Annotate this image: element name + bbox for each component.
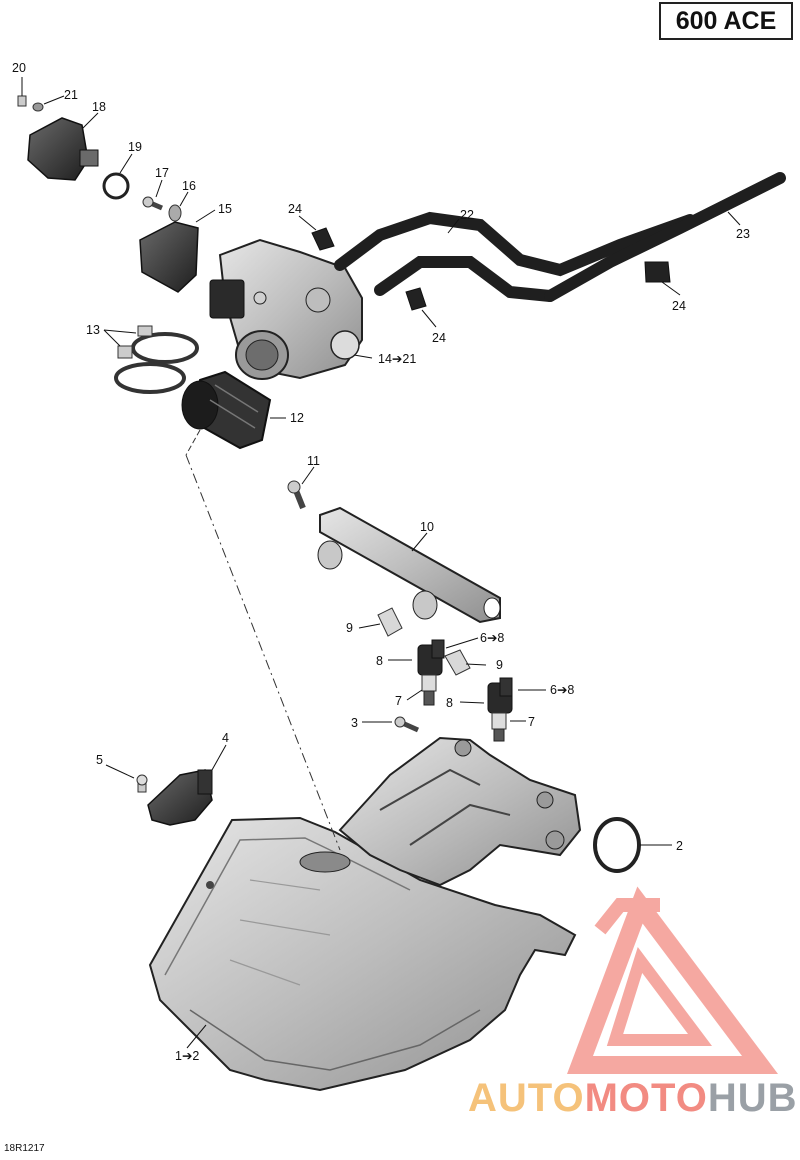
fuel-injector-2 bbox=[487, 677, 513, 742]
callout-labels: 20 21 18 19 17 16 15 24 22 23 24 24 13 1… bbox=[12, 61, 750, 1063]
callout-11: 11 bbox=[307, 454, 320, 468]
watermark-text: AUTOMOTOHUB bbox=[468, 1076, 798, 1121]
watermark-part-hub: HUB bbox=[707, 1076, 798, 1120]
callout-10: 10 bbox=[420, 520, 434, 534]
callout-8-b: 8 bbox=[446, 696, 453, 710]
intake-plenum bbox=[148, 816, 577, 1092]
hose-clamp-1 bbox=[131, 325, 199, 364]
callout-17: 17 bbox=[155, 166, 169, 180]
rail-screw bbox=[394, 716, 420, 733]
iac-screw bbox=[17, 95, 27, 107]
o-ring bbox=[102, 172, 130, 200]
callout-7-b: 7 bbox=[528, 715, 535, 729]
callout-9-a: 9 bbox=[346, 621, 353, 635]
callout-3: 3 bbox=[351, 716, 358, 730]
injector-clip-2 bbox=[444, 649, 471, 676]
callout-12: 12 bbox=[290, 411, 304, 425]
callout-4: 4 bbox=[222, 731, 229, 745]
hose-clip-1 bbox=[311, 227, 335, 251]
callout-1-2: 1➔2 bbox=[175, 1049, 199, 1063]
fuel-injector-1 bbox=[417, 639, 445, 706]
callout-22: 22 bbox=[460, 208, 474, 222]
figure-reference: 18R1217 bbox=[4, 1143, 45, 1154]
watermark-part-auto: AUTO bbox=[468, 1076, 585, 1120]
small-seal bbox=[168, 204, 182, 222]
callout-24-b: 24 bbox=[672, 299, 686, 313]
injector-clip-1 bbox=[377, 607, 403, 637]
alignment-line-2 bbox=[185, 429, 201, 456]
throttle-body bbox=[209, 238, 363, 380]
seal-ring bbox=[593, 817, 641, 873]
callout-13: 13 bbox=[86, 323, 100, 337]
throttle-position-sensor bbox=[139, 221, 199, 293]
callout-24-a: 24 bbox=[288, 202, 302, 216]
callout-2: 2 bbox=[676, 839, 683, 853]
callout-16: 16 bbox=[182, 179, 196, 193]
watermark-logo bbox=[567, 886, 778, 1074]
rail-bolt bbox=[287, 480, 306, 510]
callout-6-8-b: 6➔8 bbox=[550, 683, 574, 697]
callout-8-a: 8 bbox=[376, 654, 383, 668]
callout-24-c: 24 bbox=[432, 331, 446, 345]
hose-clip-3 bbox=[644, 261, 671, 283]
callout-19: 19 bbox=[128, 140, 142, 154]
callout-6-8-a: 6➔8 bbox=[480, 631, 504, 645]
callout-14-21: 14➔21 bbox=[378, 352, 416, 366]
tps-screw bbox=[142, 196, 163, 211]
hose-22 bbox=[334, 211, 696, 302]
callout-20: 20 bbox=[12, 61, 26, 75]
sensor-screw bbox=[136, 774, 148, 793]
hose-clamp-2 bbox=[114, 345, 186, 394]
callout-15: 15 bbox=[218, 202, 232, 216]
callout-7-a: 7 bbox=[395, 694, 402, 708]
callout-23: 23 bbox=[736, 227, 750, 241]
callout-5: 5 bbox=[96, 753, 103, 767]
watermark-part-moto: MOTO bbox=[584, 1076, 708, 1120]
throttle-adapter bbox=[181, 370, 272, 450]
iac-washer bbox=[32, 102, 44, 112]
map-sensor bbox=[147, 769, 213, 826]
callout-18: 18 bbox=[92, 100, 106, 114]
leader-lines bbox=[21, 77, 741, 1049]
idle-air-control-valve bbox=[27, 117, 99, 181]
model-label: 600 ACE bbox=[659, 2, 793, 40]
callout-21: 21 bbox=[64, 88, 78, 102]
intake-manifold bbox=[338, 736, 582, 887]
callout-9-b: 9 bbox=[496, 658, 503, 672]
hose-clip-2 bbox=[405, 287, 427, 311]
fuel-rail bbox=[317, 506, 501, 624]
hose-23 bbox=[544, 172, 786, 302]
